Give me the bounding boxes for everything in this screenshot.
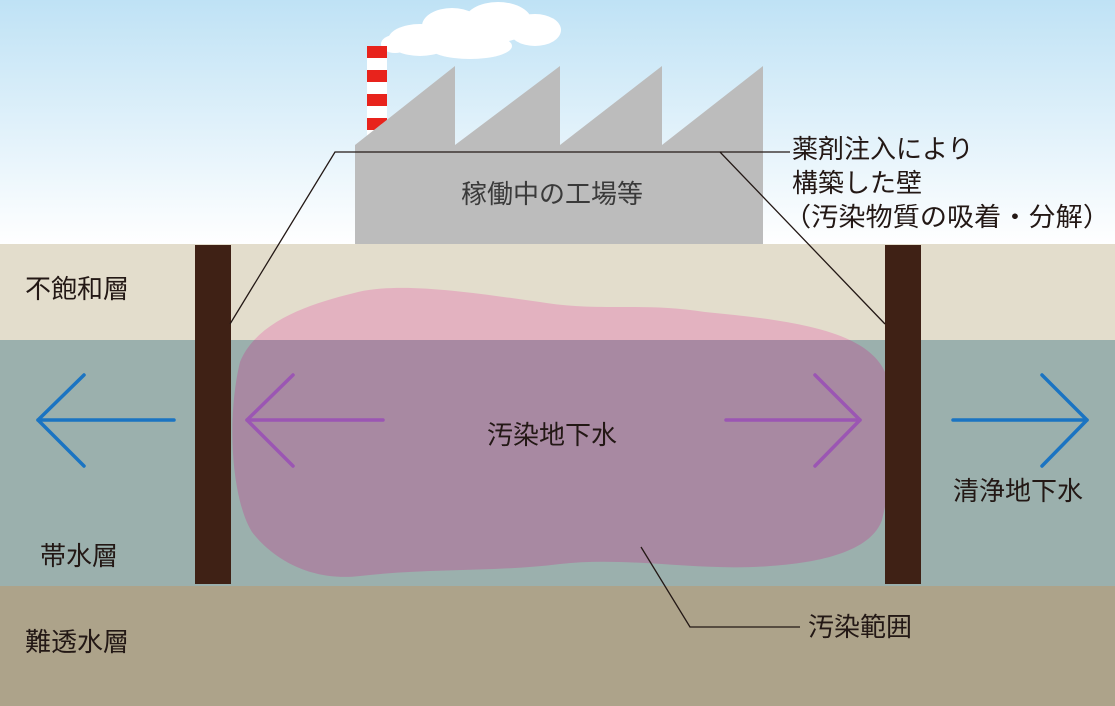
- aquifer-layer-label: 帯水層: [40, 542, 118, 572]
- unsaturated-layer-label: 不飽和層: [25, 275, 129, 305]
- smoke-cloud: [381, 2, 561, 59]
- contamination-plume-lower: [232, 340, 895, 577]
- contamination-range-label: 汚染範囲: [808, 613, 912, 643]
- contaminated-groundwater-label: 汚染地下水: [487, 421, 617, 451]
- reactive-wall-left: [195, 245, 231, 584]
- wall-callout-leader: [229, 151, 886, 325]
- factory-building: [355, 66, 763, 245]
- left-flow-arrow-purple: [245, 373, 385, 468]
- left-flow-arrow-blue: [36, 373, 176, 468]
- clean-groundwater-label: 清浄地下水: [953, 477, 1083, 507]
- contamination-plume-upper: [254, 287, 850, 340]
- wall-callout-line3: （汚染物質の吸着・分解）: [784, 203, 1110, 233]
- wall-callout-line2: 構築した壁: [792, 169, 922, 199]
- chimney: [367, 46, 387, 146]
- right-flow-arrow-purple: [724, 373, 862, 468]
- right-flow-arrow-blue: [951, 373, 1089, 468]
- factory-label: 稼働中の工場等: [461, 180, 643, 210]
- reactive-wall-right: [885, 245, 921, 584]
- aquitard-layer-label: 難透水層: [25, 628, 129, 658]
- aquitard-layer: [0, 586, 1115, 706]
- wall-callout-line1: 薬剤注入により: [792, 135, 973, 165]
- contamination-callout-leader: [640, 546, 800, 628]
